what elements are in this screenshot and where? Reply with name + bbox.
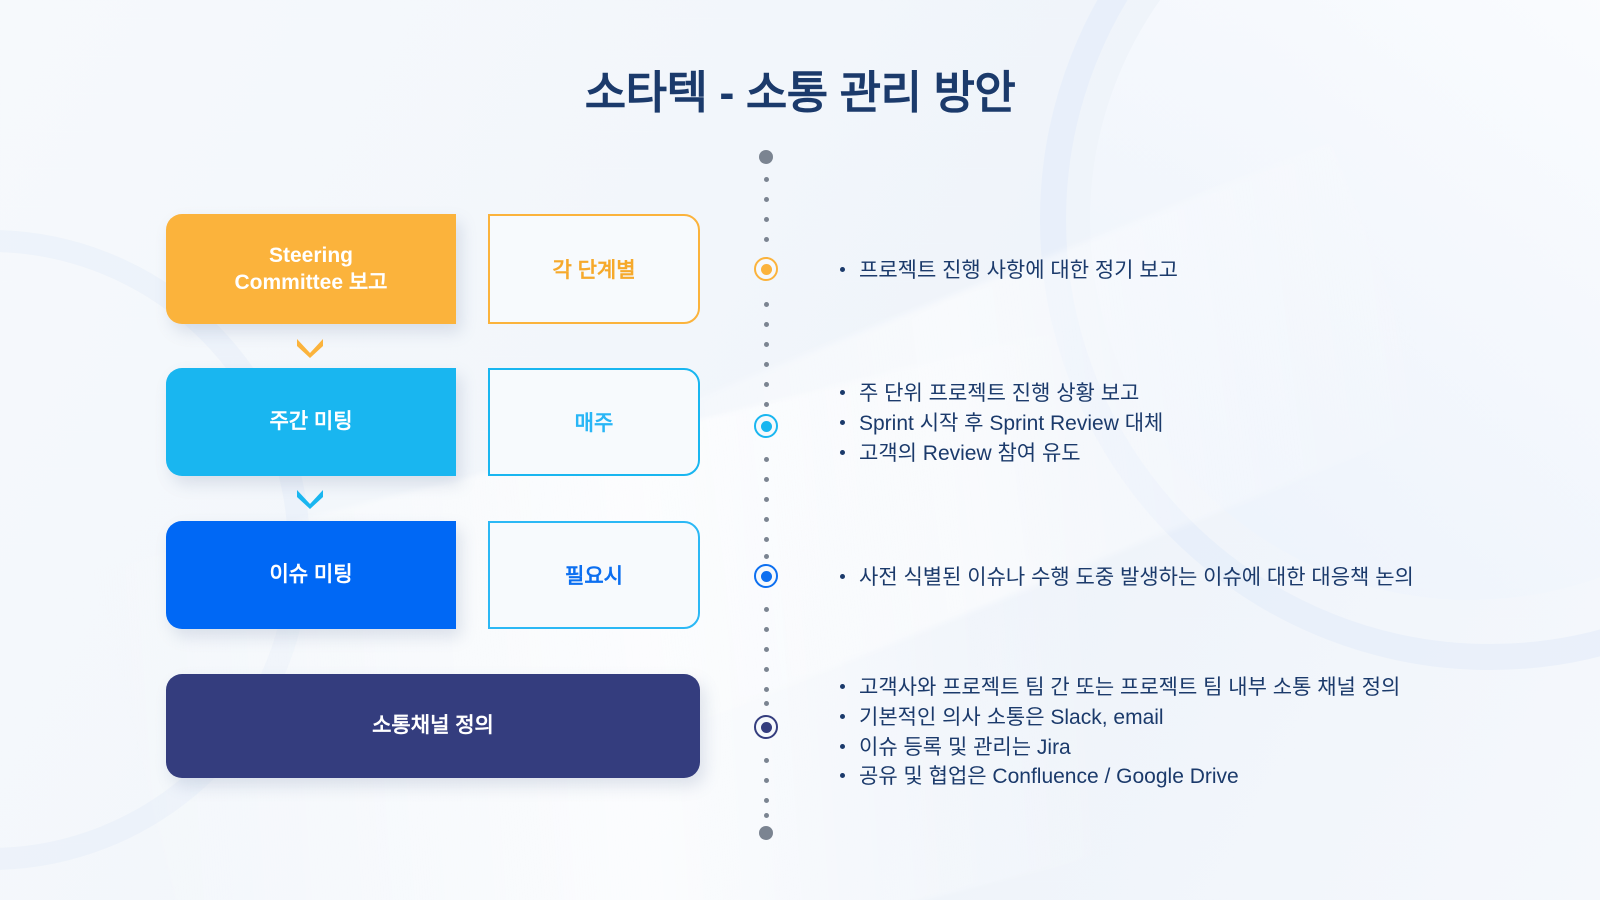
bullet-icon bbox=[840, 713, 845, 719]
list-item: 고객사와 프로젝트 팀 간 또는 프로젝트 팀 내부 소통 채널 정의 bbox=[840, 673, 1400, 703]
timeline-marker-issue-meeting bbox=[754, 564, 778, 588]
timeline-dot bbox=[763, 197, 769, 202]
stage-box-issue-meeting: 이슈 미팅 bbox=[166, 521, 456, 629]
bullet-icon bbox=[840, 743, 845, 749]
timeline-endcap-bottom bbox=[759, 826, 773, 840]
timeline-dot bbox=[763, 382, 769, 387]
timeline-dot bbox=[763, 342, 769, 347]
page-title: 소타텍 - 소통 관리 방안 bbox=[584, 67, 1016, 118]
frequency-box-steering-committee: 각 단계별 bbox=[488, 214, 700, 324]
timeline-marker-communication-channel bbox=[754, 715, 778, 739]
list-item-text: 주 단위 프로젝트 진행 상황 보고 bbox=[859, 382, 1140, 405]
bullet-icon bbox=[840, 684, 845, 689]
bullet-icon bbox=[840, 390, 845, 395]
list-item-text: 사전 식별된 이슈나 수행 도중 발생하는 이슈에 대한 대응책 논의 bbox=[859, 566, 1414, 589]
stage-box-communication-channel-label: 소통채널 정의 bbox=[372, 714, 494, 738]
timeline-dot bbox=[763, 237, 769, 242]
stage-box-steering-committee-label: Steering Committee 보고 bbox=[234, 243, 388, 294]
stage-box-steering-committee: Steering Committee 보고 bbox=[166, 214, 456, 324]
timeline-dot bbox=[763, 362, 769, 367]
list-item: 이슈 등록 및 관리는 Jira bbox=[840, 733, 1400, 763]
timeline-dot bbox=[763, 402, 769, 407]
detail-group-communication-channel: 고객사와 프로젝트 팀 간 또는 프로젝트 팀 내부 소통 채널 정의 기본적인… bbox=[840, 673, 1400, 792]
timeline-endcap-top bbox=[759, 150, 773, 164]
list-item: 고객의 Review 참여 유도 bbox=[840, 439, 1163, 469]
list-item-text: 이슈 등록 및 관리는 Jira bbox=[859, 735, 1071, 759]
frequency-box-weekly-meeting: 매주 bbox=[488, 368, 700, 476]
timeline-dot bbox=[763, 813, 769, 818]
list-item: 기본적인 의사 소통은 Slack, email bbox=[840, 703, 1400, 733]
stage-box-weekly-meeting-label: 주간 미팅 bbox=[269, 410, 353, 434]
timeline-dot bbox=[763, 667, 769, 672]
timeline-dot bbox=[763, 701, 769, 706]
timeline-dot bbox=[763, 177, 769, 182]
timeline-dot bbox=[763, 537, 769, 542]
list-item-text: Sprint 시작 후 Sprint Review 대체 bbox=[859, 411, 1164, 435]
timeline-dot bbox=[763, 647, 769, 652]
timeline-dot bbox=[763, 758, 769, 763]
timeline-dot bbox=[763, 798, 769, 803]
timeline-dot bbox=[763, 302, 769, 307]
bullet-icon bbox=[840, 773, 845, 779]
timeline-dot bbox=[763, 457, 769, 462]
stage-box-communication-channel: 소통채널 정의 bbox=[166, 674, 700, 778]
list-item-text: 고객의 Review 참여 유도 bbox=[859, 441, 1081, 465]
timeline-dot bbox=[763, 627, 769, 632]
detail-group-issue-meeting: 사전 식별된 이슈나 수행 도중 발생하는 이슈에 대한 대응책 논의 bbox=[840, 563, 1414, 593]
list-item: 사전 식별된 이슈나 수행 도중 발생하는 이슈에 대한 대응책 논의 bbox=[840, 563, 1414, 593]
list-item-text: 기본적인 의사 소통은 Slack, email bbox=[859, 705, 1164, 729]
bullet-icon bbox=[840, 267, 845, 272]
list-item: 프로젝트 진행 사항에 대한 정기 보고 bbox=[840, 256, 1178, 286]
bullet-icon bbox=[840, 574, 845, 579]
timeline-dot bbox=[763, 517, 769, 522]
detail-group-steering-committee: 프로젝트 진행 사항에 대한 정기 보고 bbox=[840, 256, 1178, 286]
timeline-dot bbox=[763, 322, 769, 327]
timeline-axis bbox=[754, 150, 778, 840]
list-item: 공유 및 협업은 Confluence / Google Drive bbox=[840, 762, 1400, 792]
timeline-dot bbox=[763, 217, 769, 222]
frequency-box-issue-meeting: 필요시 bbox=[488, 521, 700, 629]
timeline-dot bbox=[763, 554, 769, 559]
list-item: Sprint 시작 후 Sprint Review 대체 bbox=[840, 409, 1163, 439]
bullet-icon bbox=[840, 419, 845, 425]
list-item-text: 프로젝트 진행 사항에 대한 정기 보고 bbox=[859, 259, 1178, 282]
frequency-label-steering-committee: 각 단계별 bbox=[552, 259, 636, 282]
chevron-down-icon-weekly-to-issue bbox=[294, 487, 326, 509]
detail-group-weekly-meeting: 주 단위 프로젝트 진행 상황 보고 Sprint 시작 후 Sprint Re… bbox=[840, 379, 1163, 468]
timeline-marker-steering-committee bbox=[754, 257, 778, 281]
timeline-marker-weekly-meeting bbox=[754, 414, 778, 438]
list-item-text: 고객사와 프로젝트 팀 간 또는 프로젝트 팀 내부 소통 채널 정의 bbox=[859, 676, 1401, 699]
timeline-dot bbox=[763, 477, 769, 482]
timeline-dot bbox=[763, 778, 769, 783]
chevron-down-icon-steering-to-weekly bbox=[294, 336, 326, 358]
bullet-icon bbox=[840, 449, 845, 455]
stage-box-issue-meeting-label: 이슈 미팅 bbox=[269, 563, 353, 587]
list-item: 주 단위 프로젝트 진행 상황 보고 bbox=[840, 379, 1163, 409]
list-item-text: 공유 및 협업은 Confluence / Google Drive bbox=[859, 765, 1239, 789]
timeline-dot bbox=[763, 607, 769, 612]
frequency-label-issue-meeting: 필요시 bbox=[565, 565, 623, 588]
frequency-label-weekly-meeting: 매주 bbox=[574, 412, 614, 435]
timeline-dot bbox=[763, 687, 769, 692]
timeline-dot bbox=[763, 497, 769, 502]
stage-box-weekly-meeting: 주간 미팅 bbox=[166, 368, 456, 476]
